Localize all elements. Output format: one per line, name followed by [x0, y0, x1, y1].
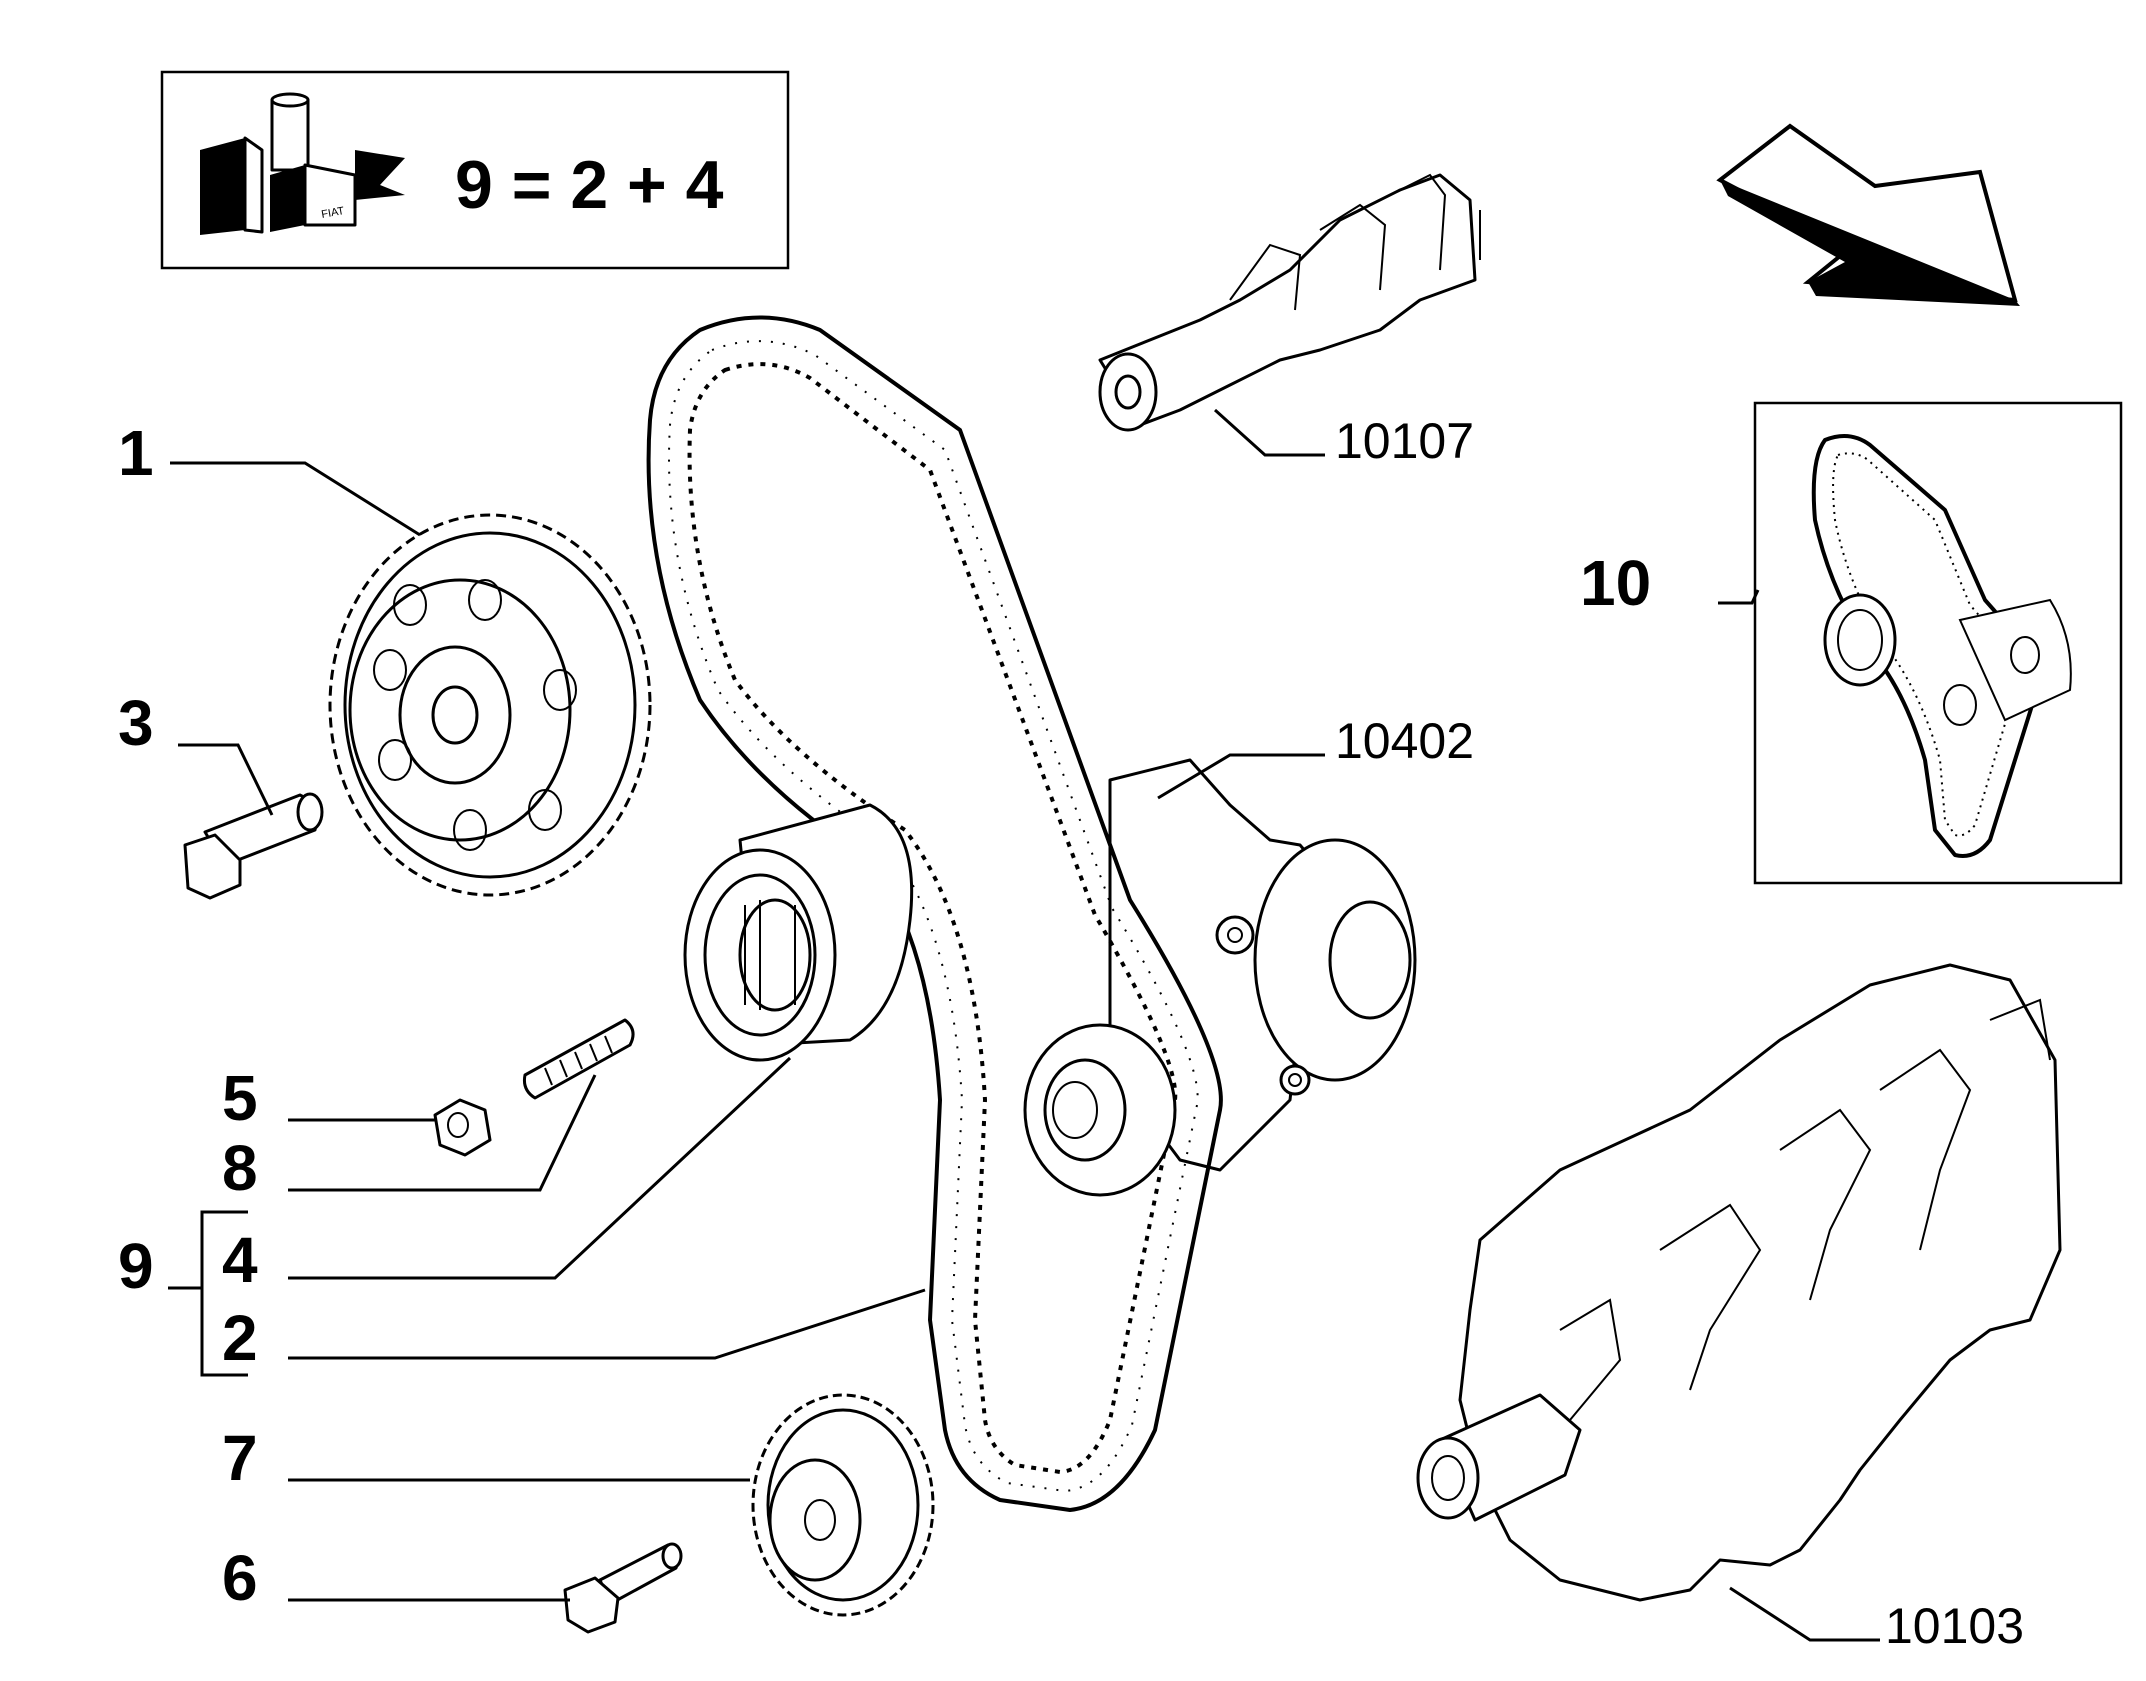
leader-10: [1718, 589, 1760, 605]
crankshaft-drawing: [1416, 963, 2062, 1602]
kit-box-icon: FIAT FIAT: [200, 92, 405, 235]
kit-legend-box: FIAT FIAT 9 = 2 + 4: [160, 70, 790, 270]
callout-3: 3: [118, 687, 154, 759]
callout-2: 2: [222, 1302, 258, 1374]
kit-logo-label-2: FIAT: [320, 205, 345, 221]
kit-formula: 9 = 2 + 4: [455, 147, 724, 223]
leader-10103: [1729, 1586, 1880, 1642]
tensioner-pulley-drawing: [683, 803, 914, 1062]
leader-10402: [1157, 753, 1325, 800]
engine-front-arrow-icon: [1716, 123, 2020, 306]
leader-4: [288, 1056, 792, 1280]
crankshaft-sprocket-drawing: [751, 1393, 935, 1617]
callout-9: 9: [118, 1230, 154, 1302]
leader-2: [288, 1288, 926, 1360]
leader-1: [170, 461, 421, 537]
leader-10107: [1213, 408, 1325, 457]
sprocket-bolt-drawing: [183, 792, 324, 900]
callout-10: 10: [1580, 547, 1651, 619]
ref-10107-label: 10107: [1335, 413, 1474, 469]
callout-4: 4: [222, 1224, 258, 1296]
kit-9-bracket: [200, 1210, 248, 1377]
nut-drawing: [433, 1098, 492, 1157]
ref-10402-label: 10402: [1335, 713, 1474, 769]
crank-bolt-drawing: [563, 1542, 683, 1634]
camshaft-sprocket-drawing: [328, 513, 652, 897]
stud-drawing: [523, 1018, 635, 1100]
callout-7: 7: [222, 1422, 258, 1494]
leader-3: [178, 743, 274, 816]
timing-kit-inset: [1753, 401, 2123, 885]
leader-8: [288, 1074, 597, 1192]
callout-1: 1: [118, 417, 154, 489]
callout-8: 8: [222, 1132, 258, 1204]
ref-10103-label: 10103: [1885, 1598, 2024, 1654]
callout-6: 6: [222, 1542, 258, 1614]
callout-5: 5: [222, 1062, 258, 1134]
kit-logo-label: FIAT: [223, 180, 239, 205]
crank-sprocket-hub: [1023, 1023, 1177, 1197]
camshaft-drawing: [1098, 173, 1481, 432]
timing-belt-drawing: [646, 315, 1223, 1512]
